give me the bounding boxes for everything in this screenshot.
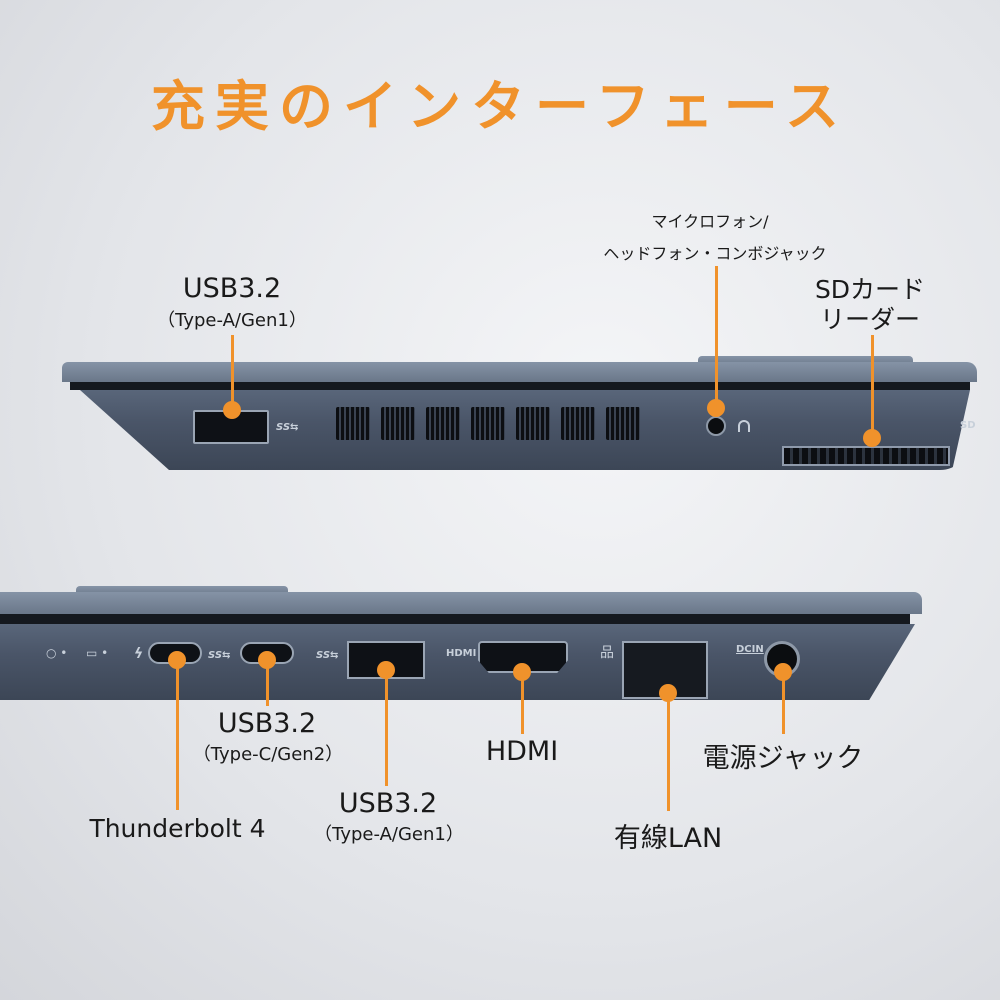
usb-ss-icon: SS⇆ bbox=[276, 422, 299, 433]
sd-icon: SD bbox=[960, 420, 976, 431]
dcin-icon: DCIN bbox=[736, 644, 764, 655]
label-sd-line2: リーダー bbox=[819, 305, 920, 334]
label-usb-a-bottom: USB3.2 bbox=[338, 788, 438, 819]
label-sd-line1: SDカード bbox=[814, 275, 926, 304]
label-usb-c-spec: （Type-C/Gen2） bbox=[192, 744, 344, 765]
battery-indicator-icon: ▭ • bbox=[86, 646, 109, 660]
dc-power-jack bbox=[764, 641, 800, 677]
label-audio-line1: マイクロフォン/ bbox=[651, 212, 769, 231]
label-thunderbolt: Thunderbolt 4 bbox=[89, 814, 266, 843]
label-usb-a-bottom-spec: （Type-A/Gen1） bbox=[314, 824, 464, 845]
label-audio-line2: ヘッドフォン・コンボジャック bbox=[603, 244, 827, 263]
usb-ss-icon: SS⇆ bbox=[316, 650, 339, 661]
network-icon: 品 bbox=[600, 645, 614, 661]
thunderbolt-icon: ϟ bbox=[134, 646, 144, 662]
page-title: 充実のインターフェース bbox=[150, 75, 850, 138]
usb-ss-icon: SS⇆ bbox=[208, 650, 231, 661]
headset-icon bbox=[738, 420, 750, 432]
label-usb-a-top: USB3.2 bbox=[182, 273, 282, 304]
label-lan: 有線LAN bbox=[613, 823, 723, 854]
hdmi-icon: HDMI bbox=[446, 648, 477, 659]
label-hdmi: HDMI bbox=[485, 736, 559, 767]
label-dc-jack: 電源ジャック bbox=[702, 743, 864, 774]
light-indicator-icon: ○ • bbox=[46, 646, 68, 660]
label-usb-c: USB3.2 bbox=[217, 708, 317, 739]
sd-card-slot bbox=[782, 446, 950, 466]
audio-jack-top bbox=[706, 416, 726, 436]
label-usb-a-top-spec: （Type-A/Gen1） bbox=[157, 310, 307, 331]
